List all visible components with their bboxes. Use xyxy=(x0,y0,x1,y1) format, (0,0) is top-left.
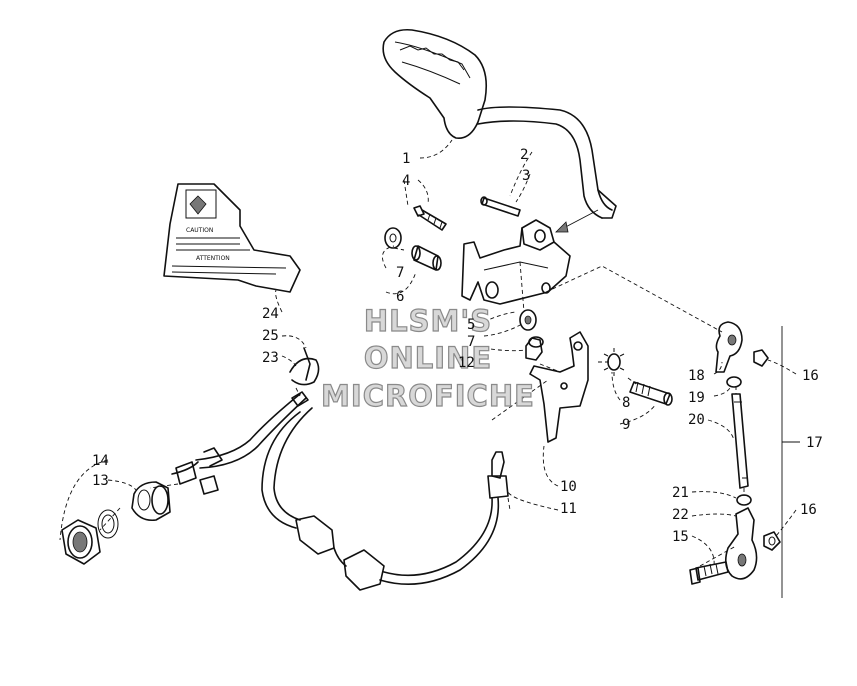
nut-part-14 xyxy=(61,519,101,565)
shift-handle-part-1 xyxy=(382,28,617,219)
callout-16-lower: 16 xyxy=(800,502,817,518)
throttle-cable xyxy=(261,407,500,591)
bolt-part-9 xyxy=(629,381,673,406)
watermark: HLSM'S ONLINE MICROFICHE xyxy=(320,303,535,413)
callout-17: 17 xyxy=(806,435,823,451)
callout-2: 2 xyxy=(520,147,528,163)
callout-4: 4 xyxy=(402,173,410,189)
bolt-part-4 xyxy=(413,205,447,231)
washer-part-21 xyxy=(736,494,752,506)
wire-harness xyxy=(171,391,309,495)
clip-part-23 xyxy=(289,347,320,386)
nut-part-16-upper xyxy=(753,349,769,367)
callout-3: 3 xyxy=(522,168,530,184)
callout-5: 5 xyxy=(467,317,475,333)
callout-21: 21 xyxy=(672,485,689,501)
washer-part-19 xyxy=(726,376,742,388)
lock-washer-part-8 xyxy=(603,348,625,376)
callout-13: 13 xyxy=(92,473,109,489)
bolt-part-15 xyxy=(689,561,729,585)
callout-11: 11 xyxy=(560,501,577,517)
callout-7-upper: 7 xyxy=(396,265,404,281)
callout-22: 22 xyxy=(672,507,689,523)
callout-leaders xyxy=(59,139,800,598)
callout-numbers: 1 2 3 4 5 6 7 7 8 9 10 11 12 13 14 15 16… xyxy=(92,147,823,545)
rod-end-part-18 xyxy=(715,321,743,373)
callout-18: 18 xyxy=(688,368,705,384)
caution-decal-part-24: CAUTION ATTENTION xyxy=(163,183,301,293)
callout-16-upper: 16 xyxy=(802,368,819,384)
watermark-line-3: MICROFICHE xyxy=(321,379,535,413)
pin-part-3 xyxy=(480,196,521,217)
callout-9: 9 xyxy=(622,417,630,433)
watermark-line-1: HLSM'S xyxy=(364,304,492,338)
switch-body-part-13 xyxy=(131,481,171,522)
rod-part-20 xyxy=(731,393,749,489)
ring-part-14 xyxy=(97,509,119,539)
callout-20: 20 xyxy=(688,412,705,428)
callout-7-lower: 7 xyxy=(467,334,475,350)
callout-19: 19 xyxy=(688,390,705,406)
nut-part-16-lower xyxy=(763,531,781,551)
fitting-part-11 xyxy=(487,451,509,499)
decal-caution-text: CAUTION xyxy=(186,227,213,234)
callout-14: 14 xyxy=(92,453,109,469)
callout-24: 24 xyxy=(262,306,279,322)
assembly-arrow xyxy=(555,209,599,233)
switch-part-12 xyxy=(525,336,544,361)
bracket-assembly xyxy=(461,219,571,305)
callout-10: 10 xyxy=(560,479,577,495)
leader-lines xyxy=(99,179,745,567)
plate-part-10 xyxy=(529,331,589,443)
callout-12: 12 xyxy=(458,355,475,371)
decal-attention-text: ATTENTION xyxy=(196,255,230,262)
callout-23: 23 xyxy=(262,350,279,366)
callout-1: 1 xyxy=(402,151,410,167)
callout-25: 25 xyxy=(262,328,279,344)
watermark-line-2: ONLINE xyxy=(364,341,492,375)
callout-6: 6 xyxy=(396,289,404,305)
callout-15: 15 xyxy=(672,529,689,545)
washer-part-7 xyxy=(384,227,402,249)
rod-end-part-22 xyxy=(724,507,758,580)
bushing-part-6 xyxy=(411,245,442,271)
washer-part-7-lower xyxy=(519,309,537,331)
callout-8: 8 xyxy=(622,395,630,411)
